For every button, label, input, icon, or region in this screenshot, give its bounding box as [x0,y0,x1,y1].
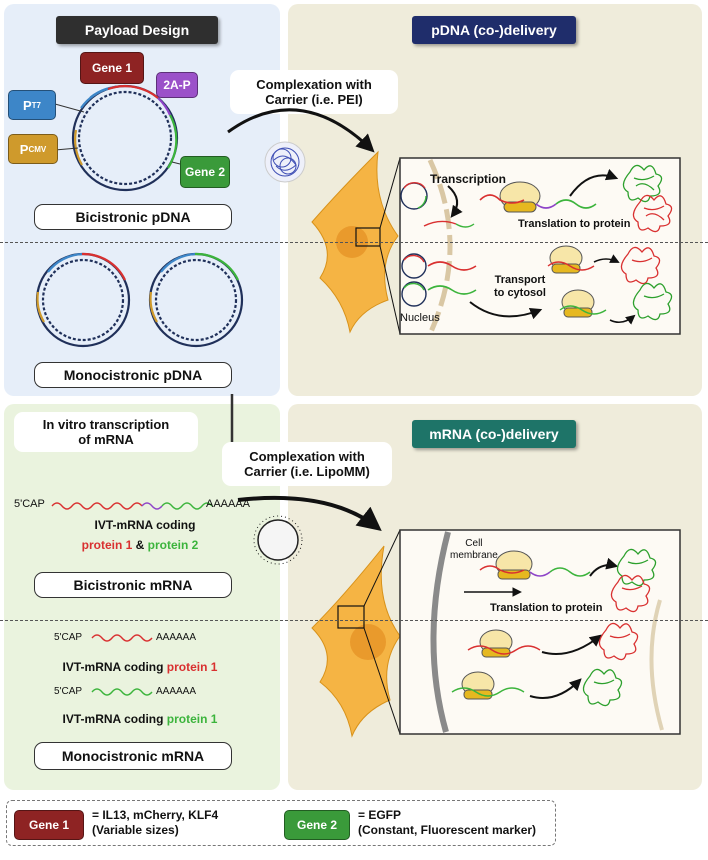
gene1-tag: Gene 1 [80,52,144,84]
mrna-divider [0,620,708,621]
bicistronic-proteins: protein 1 & protein 2 [40,538,240,552]
mono1-cap: 5'CAP [54,632,83,643]
payload-design-header: Payload Design [56,16,218,44]
legend-gene1-desc1: = IL13, mCherry, KLF4 [92,808,219,822]
bicistronic-protein2: protein 2 [147,538,199,552]
bicistronic-protein1: protein 1 [81,538,133,552]
mono2-protein: protein 1 [166,712,218,726]
transport-line2: to cytosol [494,287,546,299]
monocistronic-pdna-label: Monocistronic pDNA [34,362,232,388]
mono2-coding-text: IVT-mRNA coding [62,712,164,726]
ivt-line1: In vitro transcription [42,417,170,432]
bicistronic-cap: 5'CAP [14,498,45,510]
mrna-translation-label: Translation to protein [490,602,603,614]
legend-gene1-desc: = IL13, mCherry, KLF4 (Variable sizes) [92,808,218,838]
pdna-divider [0,242,708,243]
2a-p-tag: 2A-P [156,72,198,98]
mono2-coding: IVT-mRNA coding protein 1 [40,712,240,726]
pdna-complexation-line2: Carrier (i.e. PEI) [265,92,363,107]
ivt-label: In vitro transcription of mRNA [14,412,198,452]
transcription-label: Transcription [430,172,507,186]
bicistronic-coding: IVT-mRNA coding [94,518,196,532]
pdna-complexation-line1: Complexation with [256,77,372,92]
bicistronic-amp: & [135,538,145,552]
membrane-line1: Cell [465,538,483,549]
pdna-delivery-header: pDNA (co-)delivery [412,16,576,44]
transport-line1: Transport [494,274,546,286]
mrna-complexation-line2: Carrier (i.e. LipoMM) [244,464,370,479]
mono1-polya: AAAAAA [156,632,197,643]
bicistronic-pdna-label: Bicistronic pDNA [34,204,232,230]
t7-sub: T7 [31,100,41,110]
nucleus-label: Nucleus [400,312,440,324]
mrna-complexation-line1: Complexation with [249,449,365,464]
mono2-polya: AAAAAA [156,686,197,697]
mrna-complexation-label: Complexation with Carrier (i.e. LipoMM) [222,442,392,486]
legend [6,800,556,846]
legend-gene2-desc1: = EGFP [358,808,402,822]
mono1-protein: protein 1 [166,660,218,674]
mono1-coding: IVT-mRNA coding protein 1 [40,660,240,674]
transport-label: Transport to cytosol [494,274,546,300]
bicistronic-mrna-label: Bicistronic mRNA [34,572,232,598]
cmv-main: P [19,141,29,157]
mrna-delivery-header: mRNA (co-)delivery [412,420,576,448]
gene2-tag: Gene 2 [180,156,230,188]
pdna-complexation-label: Complexation with Carrier (i.e. PEI) [230,70,398,114]
cell-membrane-label: Cell membrane [450,538,498,562]
cmv-sub: CMV [28,144,47,154]
legend-gene1-tag: Gene 1 [14,810,84,840]
t7-main: P [22,97,32,113]
bicistronic-polya: AAAAAA [206,498,251,510]
ivt-line2: of mRNA [78,432,134,447]
mono1-coding-text: IVT-mRNA coding [62,660,164,674]
pdna-translation-label: Translation to protein [518,218,631,230]
legend-gene2-desc: = EGFP (Constant, Fluorescent marker) [358,808,536,838]
mono2-cap: 5'CAP [54,686,83,697]
monocistronic-mrna-label: Monocistronic mRNA [34,742,232,770]
legend-gene2-tag: Gene 2 [284,810,350,840]
membrane-line2: membrane [450,550,498,561]
legend-gene1-desc2: (Variable sizes) [92,823,179,837]
legend-gene2-desc2: (Constant, Fluorescent marker) [358,823,537,837]
